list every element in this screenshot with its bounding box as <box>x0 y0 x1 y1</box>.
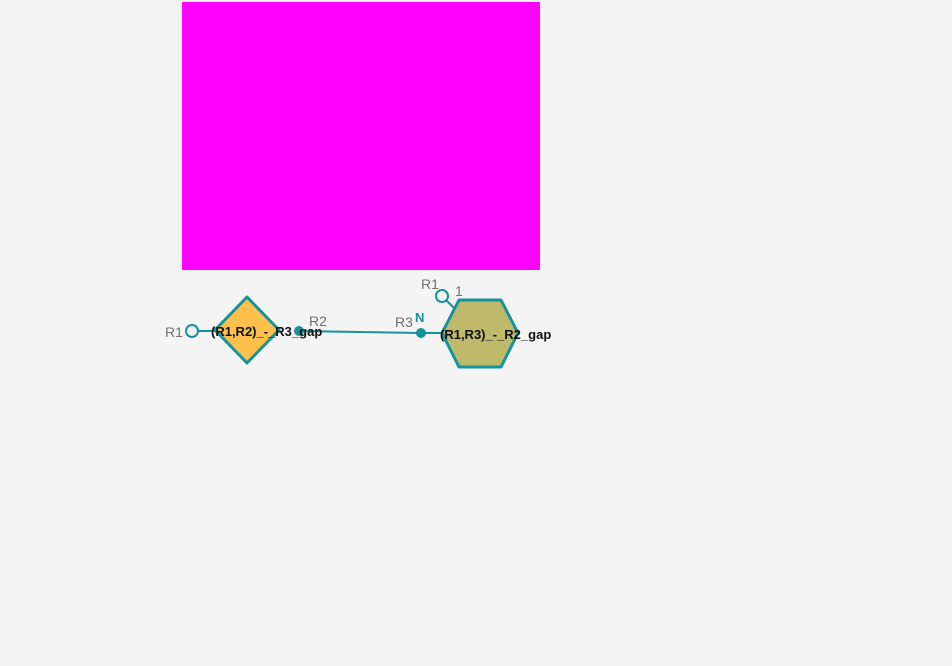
hexagon-node[interactable] <box>440 298 520 369</box>
diamond-r2-port[interactable] <box>294 326 304 336</box>
diamond-node[interactable] <box>213 295 281 365</box>
diamond-r2-label: R2 <box>309 313 327 329</box>
hexagon-atom-label: N <box>415 310 424 325</box>
diamond-r1-port[interactable] <box>185 324 199 338</box>
diamond-r1-label: R1 <box>165 324 183 340</box>
hexagon-r3-label: R3 <box>395 314 413 330</box>
connecting-bond <box>298 330 422 334</box>
magenta-placeholder-image <box>182 2 540 270</box>
hexagon-r1-port[interactable] <box>435 289 449 303</box>
hexagon-r3-port[interactable] <box>416 328 426 338</box>
hexagon-r1-label: R1 <box>421 276 439 292</box>
hexagon-node-label: (R1,R3)_-_R2_gap <box>440 327 551 342</box>
diamond-node-label: (R1,R2)_-_R3_gap <box>211 324 322 339</box>
hexagon-r1-index: 1 <box>455 283 463 299</box>
